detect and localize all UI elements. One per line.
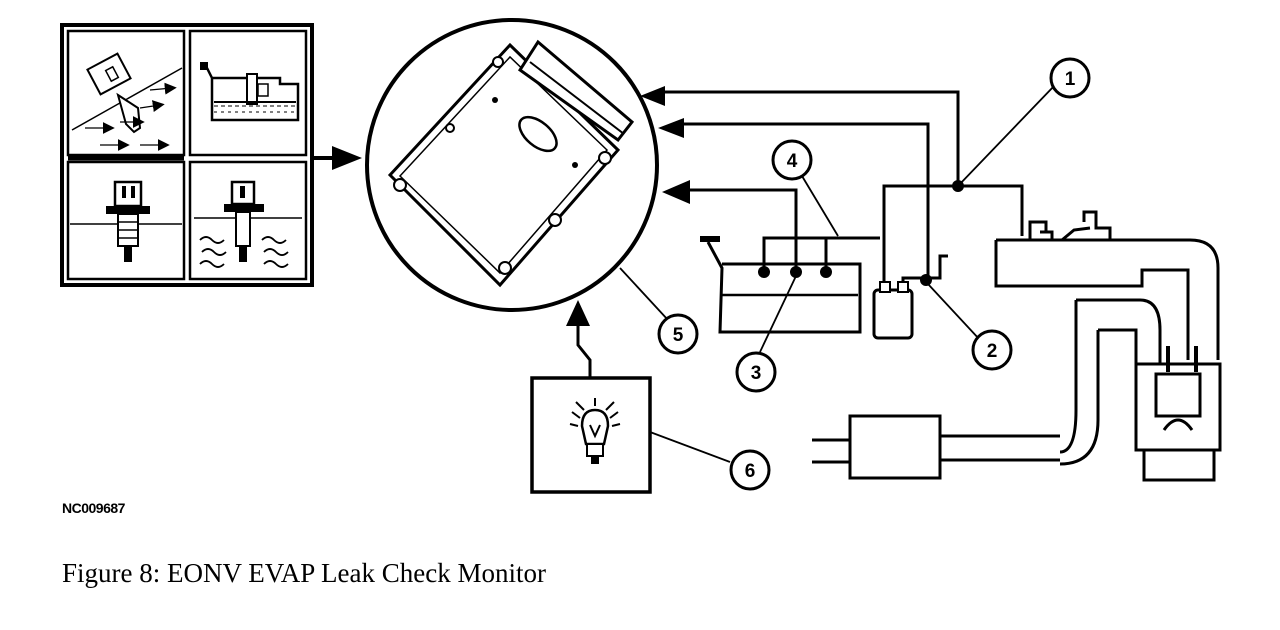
fuel-tank-level-sensor-icon: [200, 62, 300, 122]
immersion-sensor-icon: [194, 180, 302, 268]
engine-intake-icon: [994, 210, 1222, 482]
callout-6-label: 6: [745, 461, 756, 482]
callout-2: [971, 329, 1013, 371]
callout-4-label: 4: [787, 151, 798, 172]
wiring: [576, 90, 960, 378]
callout-5: [657, 313, 699, 355]
callout-5-label: 5: [673, 325, 684, 346]
fuel-tank-icon: [700, 236, 880, 334]
muffler-icon: [812, 414, 1060, 480]
panel-to-pcm-arrowhead: [332, 146, 362, 170]
signal-arrow-1: [640, 86, 665, 106]
callout-3: [735, 351, 777, 393]
callout-3-label: 3: [751, 363, 762, 384]
figure-caption: Figure 8: EONV EVAP Leak Check Monitor: [62, 558, 546, 588]
callout-2-label: 2: [987, 341, 998, 362]
pressure-switch-icon: [70, 180, 182, 262]
pcm-module-icon: [365, 18, 659, 312]
signal-arrow-2: [658, 118, 684, 138]
sensor-input-panel: [60, 23, 314, 287]
callout-6: [729, 449, 771, 491]
callout-1-label: 1: [1065, 69, 1076, 90]
figure-code: NC009687: [62, 500, 125, 516]
callout-4: [771, 139, 813, 181]
warning-lamp-icon: [530, 376, 652, 494]
callouts: 1 2 3 4 5 6: [619, 57, 1091, 491]
callout-1: [1049, 57, 1091, 99]
signal-arrow-3: [662, 180, 690, 204]
throttle-position-sensor-icon: [71, 52, 183, 151]
charcoal-canister-icon: [872, 184, 1024, 340]
signal-arrow-lamp: [566, 300, 590, 326]
